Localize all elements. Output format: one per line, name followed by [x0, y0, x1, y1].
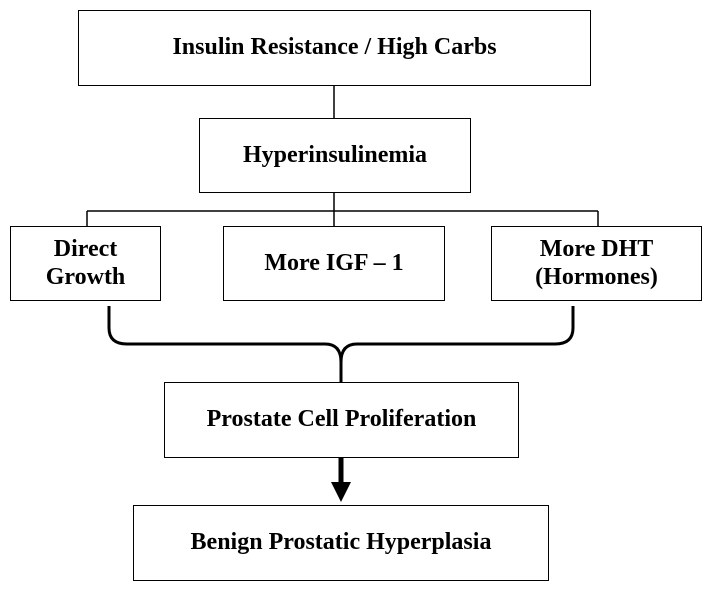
- arrow-head-icon: [331, 482, 351, 502]
- node-bph-label: Benign Prostatic Hyperplasia: [190, 529, 492, 556]
- node-more-igf1-label: More IGF – 1: [264, 249, 404, 276]
- node-insulin-resistance: Insulin Resistance / High Carbs: [78, 10, 591, 86]
- node-hyperinsulinemia: Hyperinsulinemia: [199, 118, 471, 193]
- node-more-dht: More DHT (Hormones): [491, 226, 702, 301]
- node-more-dht-label: More DHT (Hormones): [535, 235, 658, 290]
- node-benign-prostatic-hyperplasia: Benign Prostatic Hyperplasia: [133, 505, 549, 581]
- node-prostate-cell-proliferation: Prostate Cell Proliferation: [164, 382, 519, 458]
- node-direct-growth-label: Direct Growth: [45, 235, 126, 290]
- node-more-igf1: More IGF – 1: [223, 226, 445, 301]
- node-direct-growth: Direct Growth: [10, 226, 161, 301]
- node-hyperinsulinemia-label: Hyperinsulinemia: [242, 141, 428, 168]
- combining-brace: [107, 306, 575, 382]
- node-prostate-cell-proliferation-label: Prostate Cell Proliferation: [206, 406, 477, 433]
- node-insulin-resistance-label: Insulin Resistance / High Carbs: [172, 34, 497, 61]
